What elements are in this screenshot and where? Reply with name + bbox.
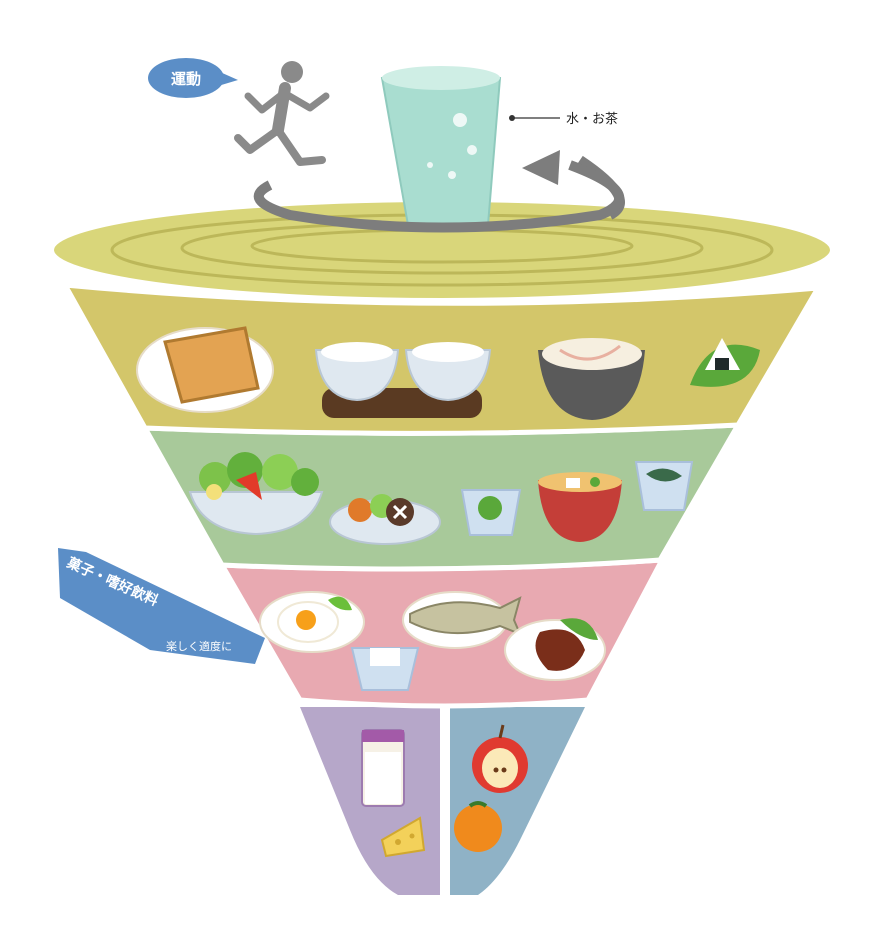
main-dish-tier bbox=[217, 557, 667, 709]
simmered-dish-icon bbox=[329, 494, 441, 545]
seaweed-dish-icon bbox=[634, 461, 694, 511]
onigiri-icon bbox=[690, 338, 760, 387]
water-tea-label: 水・お茶 bbox=[566, 111, 618, 127]
runner-icon bbox=[234, 61, 330, 166]
miso-soup-icon bbox=[538, 472, 622, 542]
side-dish-tier bbox=[140, 422, 743, 572]
water-tea-callout: 水・お茶 bbox=[509, 111, 618, 127]
small-side-dish-icon bbox=[460, 489, 522, 536]
milk-glass-icon bbox=[361, 729, 405, 807]
tofu-icon bbox=[350, 647, 420, 691]
cheese-icon bbox=[380, 816, 426, 858]
fruit-section bbox=[450, 707, 585, 895]
spin-arrow bbox=[253, 160, 625, 233]
meat-dish-icon bbox=[504, 618, 606, 681]
grilled-fish-icon bbox=[402, 591, 522, 649]
arrow-head-icon bbox=[522, 150, 560, 185]
rice-bowl-icon bbox=[314, 342, 492, 418]
snacks-sub-label: 楽しく適度に bbox=[166, 639, 232, 653]
fried-egg-icon bbox=[259, 591, 365, 653]
apple-icon bbox=[472, 724, 528, 793]
dairy-fruit-tier bbox=[300, 707, 585, 895]
salad-icon bbox=[188, 452, 324, 536]
noodle-bowl-icon bbox=[538, 338, 645, 420]
exercise-label: 運動 bbox=[171, 70, 201, 88]
toast-icon bbox=[136, 326, 274, 413]
exercise-bubble: 運動 bbox=[148, 58, 238, 98]
orange-icon bbox=[454, 801, 502, 852]
staple-food-tier bbox=[60, 282, 823, 436]
